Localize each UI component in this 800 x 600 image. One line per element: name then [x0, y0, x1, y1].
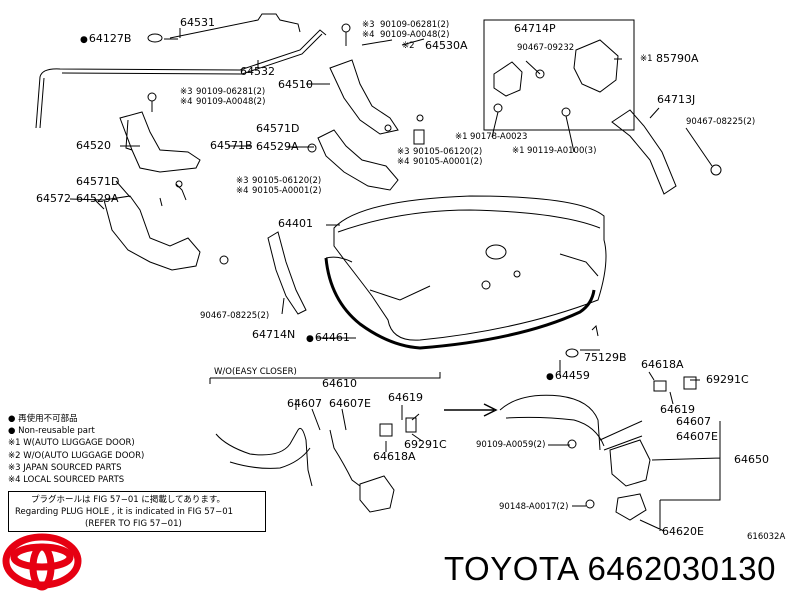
label-64610: 64610 [322, 377, 357, 390]
label-64529a-top: 64529A [256, 140, 299, 153]
legend-item: ※4 LOCAL SOURCED PARTS [8, 475, 125, 486]
label-90105-06120-left: 90105-06120(2) [252, 176, 322, 186]
legend: ● 再使用不可部品 ● Non-reusable part ※1 W(AUTO … [8, 413, 144, 486]
label-90109-a0048-mid: 90109-A0048(2) [196, 97, 266, 107]
label-90148-a0017: 90148-A0017(2) [499, 502, 569, 512]
label-90105-a0001-mid: 90105-A0001(2) [413, 157, 483, 167]
legend-item: ● 再使用不可部品 [8, 414, 78, 424]
label-64510: 64510 [278, 78, 313, 91]
label-64607e-left: 64607E [329, 397, 371, 410]
label-90178-a0023: 90178-A0023 [470, 132, 528, 142]
bracket-64571d [317, 129, 399, 191]
mark-3-mid: ※3 [180, 87, 193, 97]
note-line-en: Regarding PLUG HOLE , it is indicated in… [15, 507, 234, 517]
note-line-ref: (REFER TO FIG 57−01) [85, 519, 182, 529]
rod-64532 [35, 29, 327, 129]
arrow [444, 403, 498, 417]
label-64620e: 64620E [662, 525, 704, 538]
mark-4-mid: ※4 [180, 97, 193, 107]
label-90105-06120-mid: 90105-06120(2) [413, 147, 483, 157]
label-64607-left: 64607 [287, 397, 322, 410]
label-85790a: 85790A [656, 52, 699, 65]
label-64532: 64532 [240, 65, 275, 78]
cable-64610-right [499, 394, 601, 451]
label-90119-a0100: 90119-A0100(3) [527, 146, 597, 156]
bracket-64714p [493, 61, 523, 97]
label-64520: 64520 [76, 139, 111, 152]
mark-1-90119: ※1 [512, 146, 525, 156]
label-75129b: 75129B [584, 351, 627, 364]
trunk-lid-64401 [333, 195, 607, 341]
label-64127b: 64127B [80, 33, 132, 46]
label-64650: 64650 [734, 453, 769, 466]
hinge-64572 [103, 195, 201, 271]
label-64401: 64401 [278, 217, 313, 230]
label-64459: 64459 [546, 370, 590, 383]
label-90109-a0059: 90109-A0059(2) [476, 440, 546, 450]
label-69291c-right: 69291C [706, 373, 749, 386]
legend-item: ※2 W/O(AUTO LUGGAGE DOOR) [8, 450, 145, 461]
label-64618a-left: 64618A [373, 450, 416, 463]
label-64619-left: 64619 [388, 391, 423, 404]
box-64714p [483, 19, 635, 131]
label-wo-easy-closer: W/O(EASY CLOSER) [214, 367, 297, 377]
seal-64714n [267, 231, 307, 315]
label-90467-08225-left: 90467-08225(2) [200, 311, 270, 321]
label-90467-09232: 90467-09232 [517, 43, 575, 53]
label-90467-08225-right: 90467-08225(2) [686, 117, 756, 127]
label-64529a-left: 64529A [76, 192, 119, 205]
mark-1-85790a: ※1 [640, 54, 653, 64]
motor-85790a [573, 39, 619, 93]
legend-item: ※1 W(AUTO LUGGAGE DOOR) [8, 438, 135, 449]
label-64618a-right: 64618A [641, 358, 684, 371]
label-64571d-top: 64571D [256, 122, 300, 135]
part-title: TOYOTA 6462030130 [444, 550, 777, 587]
mark-2-64530a: ※2 [402, 41, 415, 51]
mark-3-top: ※3 [362, 20, 375, 30]
mark-1-90178: ※1 [455, 132, 468, 142]
label-90109-06281-mid: 90109-06281(2) [196, 87, 266, 97]
mark-3-left: ※3 [236, 176, 249, 186]
label-64714p: 64714P [514, 22, 556, 35]
latch-left [359, 475, 395, 513]
label-90105-a0001-left: 90105-A0001(2) [252, 186, 322, 196]
label-64571b: 64571B [210, 139, 253, 152]
latch-64650 [609, 439, 651, 487]
note-line-jp: プラグホールは FIG 57−01 に掲載してあります。 [31, 495, 225, 505]
part-64620e [615, 493, 647, 521]
rod-64531 [169, 13, 301, 39]
figure-code: 616032A [747, 532, 786, 542]
label-90109-a0048-top: 90109-A0048(2) [380, 30, 450, 40]
label-64713j: 64713J [657, 93, 696, 106]
label-64607e-right: 64607E [676, 430, 718, 443]
seal-64713j [611, 109, 677, 195]
mark-3-right: ※3 [397, 147, 410, 157]
hinge-64510 [329, 59, 399, 135]
label-64714n: 64714N [252, 328, 296, 341]
hinge-64520 [119, 111, 201, 173]
label-69291c-left: 69291C [404, 438, 447, 451]
mark-4-right: ※4 [397, 157, 410, 167]
toyota-logo [2, 533, 82, 591]
label-64531: 64531 [180, 16, 215, 29]
label-64571d-left: 64571D [76, 175, 120, 188]
plug-hole-note: プラグホールは FIG 57−01 に掲載してあります。 Regarding P… [8, 491, 266, 532]
mark-4-top: ※4 [362, 30, 375, 40]
label-64607-right: 64607 [676, 415, 711, 428]
label-64572: 64572 [36, 192, 71, 205]
label-90109-06281-top: 90109-06281(2) [380, 20, 450, 30]
legend-item: ※3 JAPAN SOURCED PARTS [8, 462, 122, 473]
label-64530a: 64530A [425, 39, 468, 52]
part-64127b [147, 33, 163, 43]
label-64619-right: 64619 [660, 403, 695, 416]
cable-64610-left [215, 427, 313, 487]
label-64461: 64461 [306, 332, 350, 345]
legend-item: ● Non-reusable part [8, 426, 95, 437]
weatherstrip-64461 [324, 257, 596, 350]
mark-4-left: ※4 [236, 186, 249, 196]
